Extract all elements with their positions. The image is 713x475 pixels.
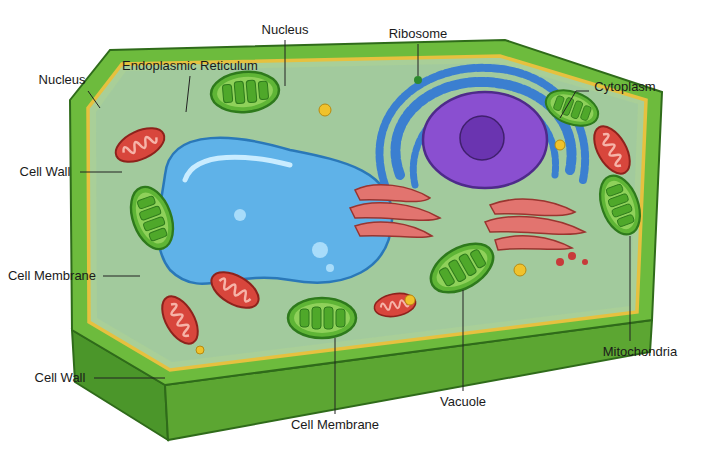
- part-label: Nucleus: [39, 72, 86, 88]
- vacuole-bubble: [312, 242, 328, 258]
- part-label: Cell Membrane: [8, 268, 96, 284]
- part-label: Cell Wall: [35, 370, 86, 386]
- leader-line: [80, 40, 630, 414]
- golgi-body: [350, 185, 585, 250]
- part-label: Vacuole: [440, 394, 486, 410]
- mitochondrion: [111, 120, 638, 349]
- part-label: Cell Wall: [20, 164, 71, 180]
- part-label: Endoplasmic Reticulum: [122, 58, 258, 74]
- cell-membrane: [88, 56, 646, 370]
- part-label: Cytoplasm: [594, 79, 655, 95]
- part-label: Mitochondria: [603, 344, 677, 360]
- granule: [196, 104, 565, 354]
- vacuole-bubble: [234, 209, 246, 221]
- chloroplast: [123, 69, 647, 338]
- nucleolus: [460, 116, 504, 160]
- part-label: Nucleus: [262, 22, 309, 38]
- part-label: Cell Membrane: [291, 417, 379, 433]
- part-label: Ribosome: [389, 26, 448, 42]
- vacuole-bubble: [326, 264, 334, 272]
- ribosome-dot: [414, 76, 588, 266]
- nucleus: [423, 92, 547, 188]
- cell-wall-top: [70, 40, 662, 385]
- cytoplasm: [96, 63, 638, 362]
- vacuole-shine: [185, 157, 290, 180]
